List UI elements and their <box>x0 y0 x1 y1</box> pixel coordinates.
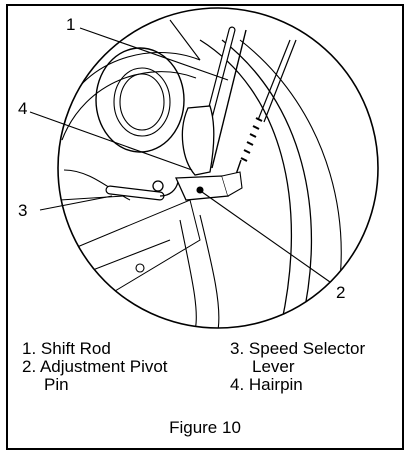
legend-item-speed-selector-lever-cont: Lever <box>252 357 295 376</box>
callout-3: 3 <box>18 201 28 220</box>
pulley-hub <box>119 73 165 131</box>
callout-1: 1 <box>66 15 76 34</box>
pulley-outer <box>95 47 185 153</box>
legend-item-hairpin: 4. Hairpin <box>230 375 303 394</box>
callout-2: 2 <box>336 283 346 302</box>
legend-item-shift-rod: 1. Shift Rod <box>22 339 111 358</box>
legend-item-speed-selector-lever: 3. Speed Selector <box>230 339 366 358</box>
leader-4 <box>29 111 193 171</box>
leader-3 <box>39 195 113 211</box>
figure-caption: Figure 10 <box>169 418 241 437</box>
legend-item-adjustment-pivot-pin: 2. Adjustment Pivot <box>22 357 168 376</box>
legend-item-adjustment-pivot-pin-cont: Pin <box>44 375 69 394</box>
leader-1 <box>79 27 229 81</box>
detail-circle <box>57 7 379 329</box>
callout-4: 4 <box>18 99 28 118</box>
leader-2 <box>201 191 331 283</box>
pulley-inner <box>113 67 171 137</box>
